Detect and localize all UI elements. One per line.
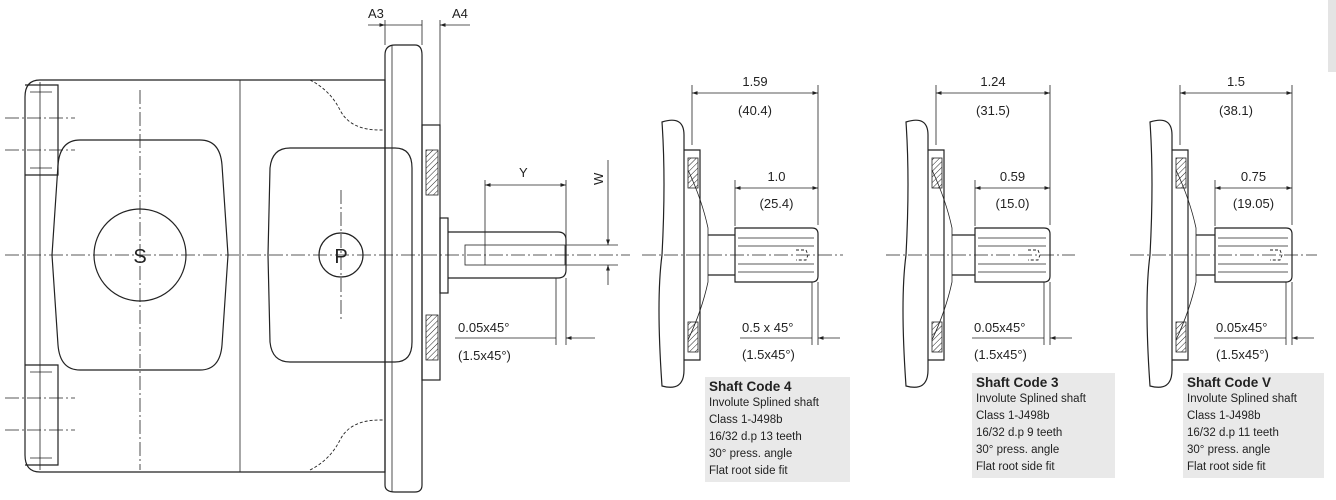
- dim-y: Y: [519, 165, 528, 180]
- dim-a4: A4: [452, 6, 468, 21]
- main-chamfer-mm: (1.5x45°): [458, 348, 511, 363]
- shaft-stub: [708, 234, 735, 276]
- shaft-stub: [952, 234, 975, 276]
- overall-length-in: 1.5: [1227, 74, 1245, 89]
- shaft-spec-line: 30° press. angle: [1187, 444, 1271, 456]
- shaft-spec-line: 16/32 d.p 11 teeth: [1187, 427, 1279, 439]
- shaft-spec-line: Flat root side fit: [709, 465, 788, 477]
- pump-side-view: A3 A4 Y W 0.05x45° (1.5x45°) S P: [5, 6, 630, 493]
- shaft-spec-line: Flat root side fit: [1187, 461, 1266, 473]
- dim-a3: A3: [368, 6, 384, 21]
- key: [464, 244, 566, 266]
- shaft-spec-line: 30° press. angle: [976, 444, 1060, 456]
- flange-plate: [1146, 119, 1173, 388]
- chamfer-in: 0.05x45°: [974, 320, 1025, 335]
- pressure-port-flange: [267, 147, 413, 363]
- spline-length-mm: (15.0): [996, 196, 1030, 211]
- overall-length-mm: (40.4): [738, 103, 772, 118]
- dim-w: W: [591, 172, 606, 185]
- shaft-stub: [1196, 234, 1215, 276]
- shaft-code-title: Shaft Code 4: [709, 379, 792, 394]
- spline: [734, 227, 819, 283]
- chamfer-mm: (1.5x45°): [742, 347, 795, 362]
- hidden-edge-bottom: [309, 419, 385, 471]
- shaft-view-3: 1.5 (38.1) 0.75 (19.05) 0.05x45° (1.5x45°): [1130, 74, 1317, 388]
- shaft-spec-line: Involute Splined shaft: [976, 393, 1086, 405]
- shaft-spec-line: Class 1-J498b: [976, 410, 1050, 422]
- suction-port-flange: [51, 139, 229, 371]
- spline-length-in: 0.75: [1241, 169, 1266, 184]
- shaft-spec-line: Class 1-J498b: [709, 414, 783, 426]
- shaft-spec-line: 16/32 d.p 13 teeth: [709, 431, 802, 443]
- shaft-detail-views: 1.59(40.4)1.0(25.4)0.5 x 45°(1.5x45°)1.2…: [642, 74, 1317, 388]
- spline-length-in: 0.59: [1000, 169, 1025, 184]
- pilot-hub: [928, 149, 945, 361]
- chamfer-in: 0.05x45°: [1216, 320, 1267, 335]
- pressure-port-circle: [318, 232, 364, 278]
- shaft-code-title: Shaft Code V: [1187, 375, 1272, 390]
- shaft-view-1: 1.59 (40.4) 1.0 (25.4) 0.5 x 45° (1.5x45°): [642, 74, 843, 388]
- spline-length-in: 1.0: [767, 169, 785, 184]
- shaft-spec-line: Class 1-J498b: [1187, 410, 1261, 422]
- overall-length-in: 1.59: [742, 74, 767, 89]
- hidden-edge-top: [309, 79, 385, 131]
- pilot-hub: [684, 149, 701, 361]
- mount-boss-bottom: [25, 364, 59, 466]
- overall-length-mm: (38.1): [1219, 103, 1253, 118]
- port-p-label: P: [334, 246, 347, 268]
- shaft-spec-line: Involute Splined shaft: [1187, 393, 1297, 405]
- shaft-code-title: Shaft Code 3: [976, 375, 1059, 390]
- shaft-spec-line: 30° press. angle: [709, 448, 793, 460]
- chamfer-mm: (1.5x45°): [1216, 347, 1269, 362]
- flange-plate: [902, 119, 929, 388]
- page-edge-tab: [1328, 0, 1336, 72]
- chamfer-in: 0.5 x 45°: [742, 320, 793, 335]
- main-chamfer-in: 0.05x45°: [458, 320, 509, 335]
- chamfer-mm: (1.5x45°): [974, 347, 1027, 362]
- pump-body-outline: [24, 79, 386, 473]
- mounting-flange: [384, 44, 423, 493]
- mount-boss-top: [25, 84, 59, 176]
- pilot-hub: [1172, 149, 1189, 361]
- shaft-view-2: 1.24 (31.5) 0.59 (15.0) 0.05x45° (1.5x45°): [886, 74, 1075, 388]
- shaft-spec-line: Involute Splined shaft: [709, 397, 819, 409]
- overall-length-mm: (31.5): [976, 103, 1010, 118]
- flange-plate: [658, 119, 685, 388]
- spline: [1214, 227, 1293, 283]
- shaft-spec-line: 16/32 d.p 9 teeth: [976, 427, 1063, 439]
- keyed-shaft: [448, 231, 567, 279]
- spline: [974, 227, 1051, 283]
- spline-length-mm: (19.05): [1233, 196, 1274, 211]
- port-s-label: S: [133, 246, 146, 268]
- shaft-spec-line: Flat root side fit: [976, 461, 1055, 473]
- overall-length-in: 1.24: [980, 74, 1005, 89]
- spline-length-mm: (25.4): [760, 196, 794, 211]
